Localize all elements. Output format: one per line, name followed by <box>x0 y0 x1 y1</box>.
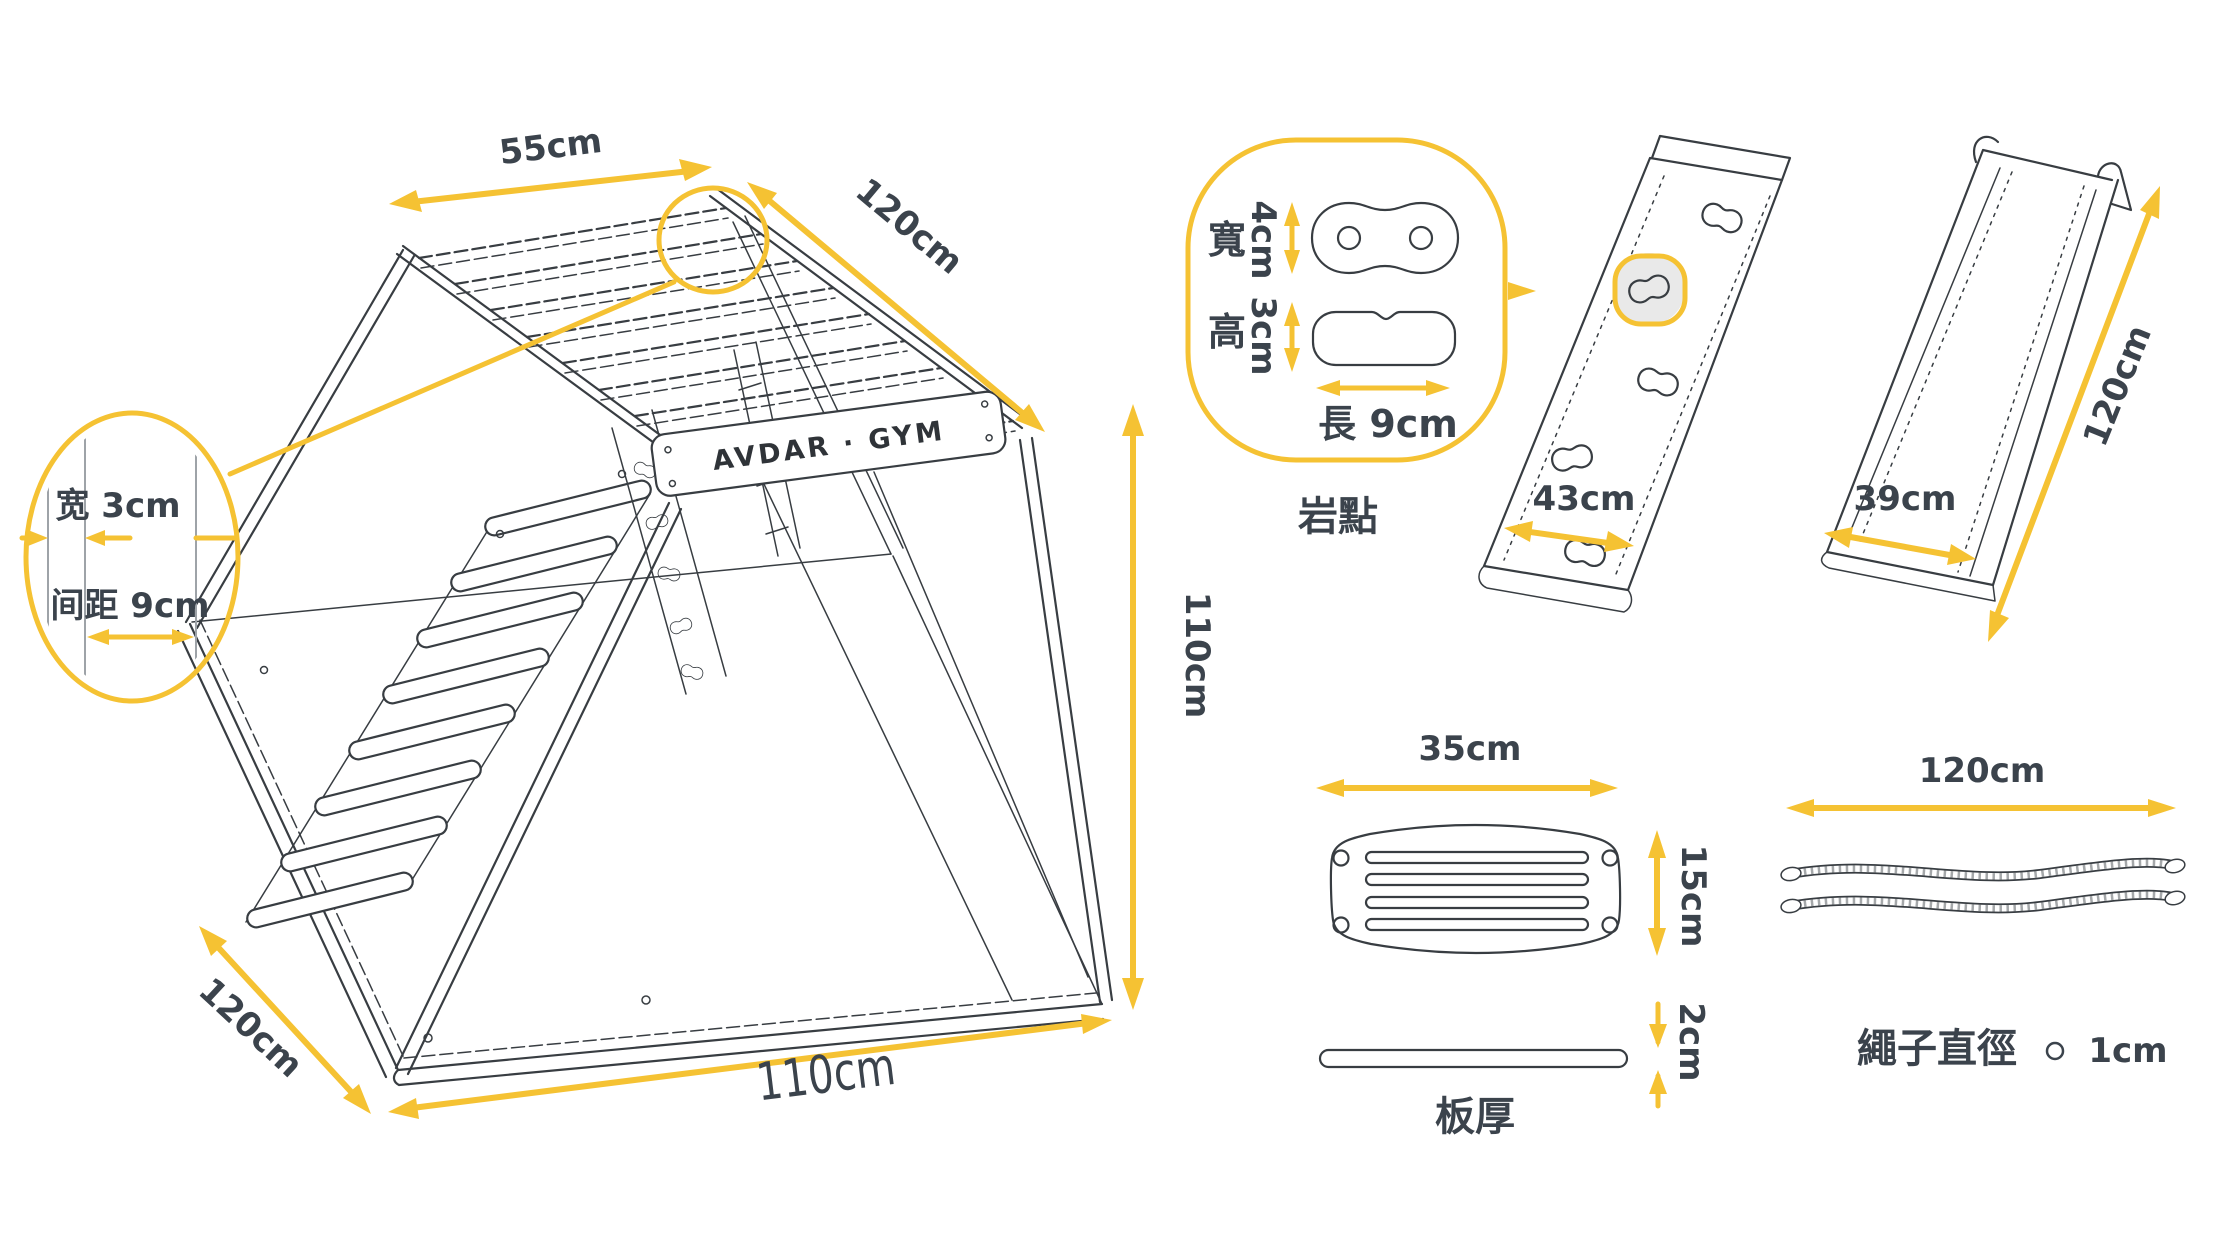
swing-width-arrow <box>1316 779 1618 797</box>
rung-detail-circle <box>23 410 241 704</box>
frame-bolts <box>259 469 651 1043</box>
rope-length-arrow <box>1786 799 2176 817</box>
rung-width-label: 宽 3cm <box>55 486 180 526</box>
hold-caption: 岩點 <box>1298 494 1378 540</box>
board-side-view <box>1318 1048 1629 1069</box>
slide-width-label: 39cm <box>1854 479 1957 519</box>
rope-diameter: 繩子直徑 1cm <box>1857 1026 2168 1072</box>
corner-highlight-circle <box>656 185 770 295</box>
climbing-frame-figure: AVDAR · GYM 55cm 120cm 110cm 120cm <box>176 121 1217 1119</box>
swing-height-arrow <box>1648 830 1666 956</box>
dimension-height: 110cm <box>1122 404 1217 1010</box>
dimension-base-width: 110cm <box>388 1014 1112 1119</box>
rope-cross-section-icon <box>2045 1041 2065 1061</box>
frame-front-ladder <box>245 479 652 929</box>
rope-length-label: 120cm <box>1919 751 2046 791</box>
hold-highlight-bg <box>1613 253 1685 325</box>
slide-width-arrow <box>1824 527 1976 565</box>
swing-board-outline <box>1329 823 1622 955</box>
rock-hold-detail: 寬 4cm 高 3cm 長 9cm 岩點 <box>1185 137 1536 540</box>
height-label: 110cm <box>1177 592 1217 719</box>
plate-screw <box>664 446 672 454</box>
slide-length-label: 120cm <box>2076 320 2160 452</box>
hold-screw-hole <box>1336 225 1362 251</box>
rung-spacing-label: 间距 9cm <box>50 586 209 626</box>
dimension-top-depth: 120cm <box>747 171 1045 432</box>
hold-bar-shape <box>1311 310 1457 367</box>
hold-length-label: 長 9cm <box>1318 402 1458 446</box>
hold-width-arrow <box>1284 202 1300 274</box>
swing-board-figure: 35cm 15cm <box>1316 729 1713 956</box>
ropes-figure: 120cm 繩子直徑 1cm <box>1780 751 2186 1072</box>
climbing-board-figure: 43cm <box>1478 134 1792 613</box>
board-width-label: 43cm <box>1533 479 1636 519</box>
hold-width-value: 4cm <box>1243 200 1283 279</box>
thickness-arrow <box>1649 1001 1667 1109</box>
frame-base <box>176 553 1105 1087</box>
rung-slats <box>47 422 229 692</box>
swing-width-label: 35cm <box>1419 729 1522 769</box>
swing-height-label: 15cm <box>1673 845 1713 948</box>
hold-peanut-shape <box>1310 201 1460 275</box>
board-thickness-figure: 板厚 2cm <box>1318 1001 1711 1140</box>
rung-detail-figure: 宽 3cm 间距 9cm <box>19 410 241 704</box>
plate-screw <box>668 479 677 488</box>
hold-screw-hole <box>1408 225 1434 251</box>
rope-diameter-label: 繩子直徑 <box>1857 1026 2017 1072</box>
slide-length-arrow: 120cm <box>1988 186 2160 642</box>
hold-height-cjk: 高 <box>1208 310 1246 354</box>
plate-screw <box>980 400 989 408</box>
logo-plate: AVDAR · GYM <box>650 390 1007 497</box>
dimension-top-width: 55cm <box>389 121 712 212</box>
rock-hold-circle <box>1185 137 1508 463</box>
board-width-arrow <box>1504 521 1634 552</box>
thickness-value: 2cm <box>1671 1002 1711 1081</box>
frame-legs <box>184 215 1114 1076</box>
base-width-label: 110cm <box>753 1036 899 1113</box>
corner-highlight <box>227 185 770 477</box>
hold-length-arrow <box>1316 380 1450 396</box>
hold-height-value: 3cm <box>1243 296 1283 375</box>
rope-drawings <box>1780 857 2186 914</box>
rung-width-arrows <box>19 530 239 546</box>
thickness-caption: 板厚 <box>1435 1094 1515 1140</box>
hold-highlight-ring <box>1612 253 1688 327</box>
hold-height-arrow <box>1284 302 1300 372</box>
rung-spacing-arrow <box>87 629 194 645</box>
slide-figure: 39cm 120cm <box>1820 135 2160 642</box>
plate-screw <box>985 433 993 442</box>
detail-connector-line <box>227 279 677 477</box>
top-depth-label: 120cm <box>848 171 971 283</box>
top-width-label: 55cm <box>497 121 604 173</box>
rope-diameter-value: 1cm <box>2088 1031 2167 1071</box>
hold-width-cjk: 寬 <box>1208 218 1246 262</box>
rock-hold-pointer-icon <box>1508 282 1536 300</box>
